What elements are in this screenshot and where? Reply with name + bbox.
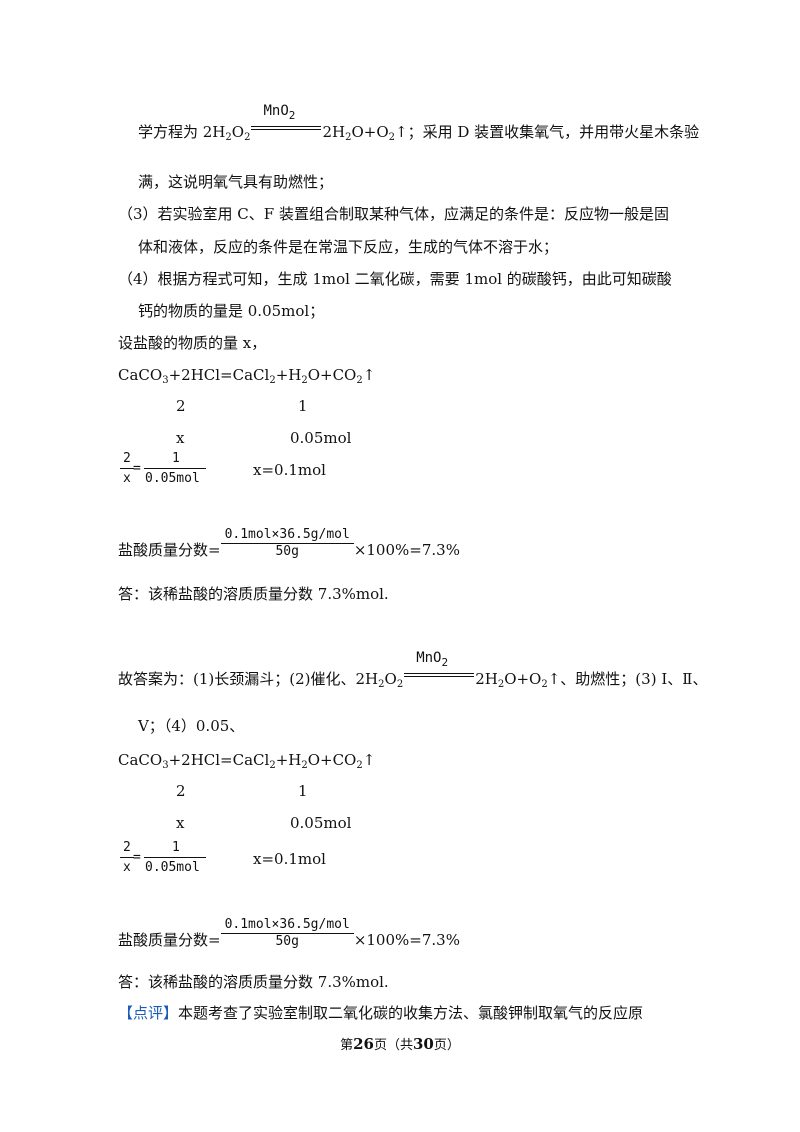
unknown-x: x <box>176 814 185 832</box>
co2-amount: 0.05mol <box>290 429 352 447</box>
text-line: 满，这说明氧气具有助燃性； <box>138 173 334 191</box>
coefficient-co2: 1 <box>298 782 308 800</box>
text-line: 体和液体，反应的条件是在常温下反应，生成的气体不溶于水； <box>138 238 559 256</box>
text-line: （4）根据方程式可知，生成 1mol 二氧化碳，需要 1mol 的碳酸钙，由此可… <box>118 270 672 288</box>
reaction-condition: MnO2 <box>251 103 322 140</box>
reaction-condition: MnO2 <box>404 650 475 687</box>
coefficient-hcl: 2 <box>176 782 186 800</box>
co2-amount: 0.05mol <box>290 814 352 832</box>
text-line: （3）若实验室用 C、F 装置组合制取某种气体，应满足的条件是：反应物一般是固 <box>118 205 669 223</box>
text-line: Ⅴ；（4）0.05、 <box>138 717 245 735</box>
comment-line: 【点评】本题考查了实验室制取二氧化碳的收集方法、氯酸钾制取氧气的反应原 <box>118 1004 644 1022</box>
comment-tag: 【点评】 <box>118 1004 179 1022</box>
chemical-equation: CaCO3+2HCl=CaCl2+H2O+CO2↑ <box>118 366 376 386</box>
ratio-expression: 2 x = 1 0.05mol <box>120 840 210 880</box>
text-line: 钙的物质的量是 0.05mol； <box>138 302 325 320</box>
x-result: x=0.1mol <box>253 461 326 479</box>
coefficient-co2: 1 <box>298 397 308 415</box>
text-line: 设盐酸的物质的量 x， <box>118 334 267 352</box>
unknown-x: x <box>176 429 185 447</box>
page-footer: 第26页（共30页） <box>340 1035 460 1053</box>
answer-line: 答：该稀盐酸的溶质质量分数 7.3%mol. <box>118 585 389 603</box>
ratio-expression: 2 x = 1 0.05mol <box>120 451 210 491</box>
chemical-equation: CaCO3+2HCl=CaCl2+H2O+CO2↑ <box>118 751 376 771</box>
answer-line: 答：该稀盐酸的溶质质量分数 7.3%mol. <box>118 973 389 991</box>
coefficient-hcl: 2 <box>176 397 186 415</box>
x-result: x=0.1mol <box>253 850 326 868</box>
